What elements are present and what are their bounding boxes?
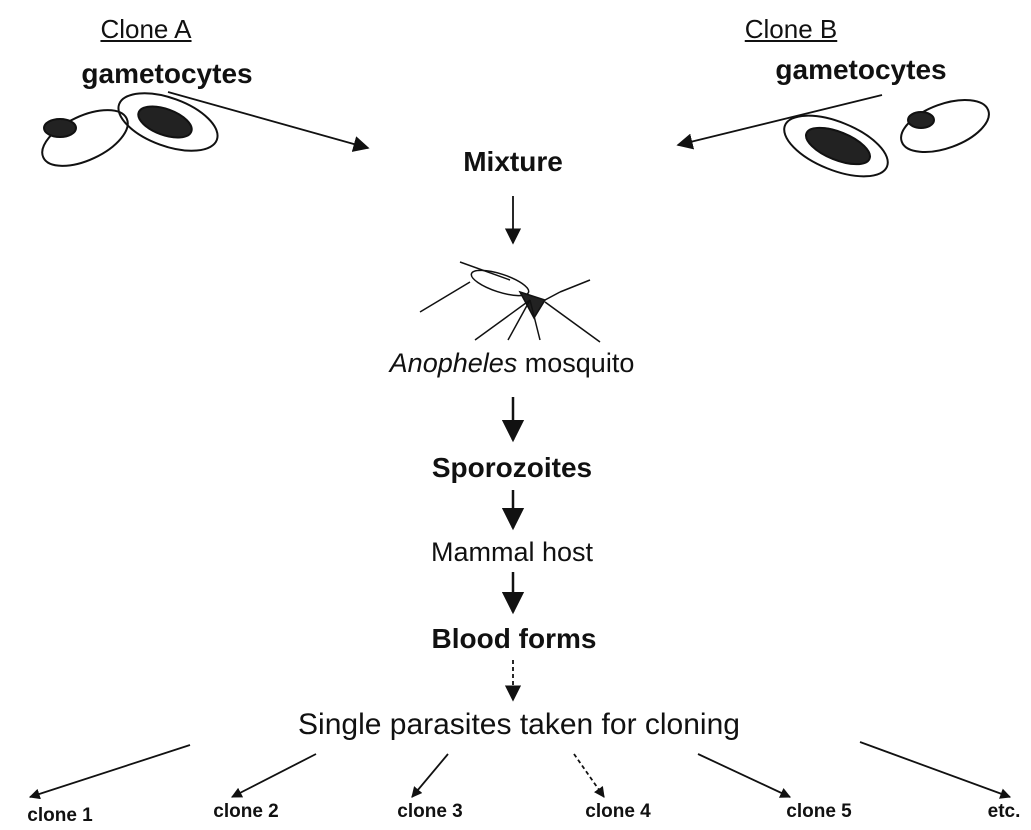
mosquito-label: Anopheles mosquito (390, 348, 635, 379)
arrow-to-clone-4 (574, 754, 604, 797)
mosquito-icon (420, 262, 600, 342)
clone-a-title: Clone A (100, 14, 191, 45)
arrow-to-clone-3 (412, 754, 448, 797)
arrow-to-clone-1 (30, 745, 190, 797)
flow-arrows (30, 92, 1010, 797)
sporozoites-label: Sporozoites (432, 452, 592, 484)
clone-b-title: Clone B (745, 14, 838, 45)
clone-a-gametocytes-label: gametocytes (81, 58, 252, 90)
clone-b-gametocytes-icon (776, 90, 996, 189)
clone-3-label: clone 3 (397, 801, 462, 823)
etc-label: etc. (988, 801, 1021, 823)
arrow-to-etc (860, 742, 1010, 797)
mammal-host-label: Mammal host (431, 537, 593, 568)
arrow-to-clone-2 (232, 754, 316, 797)
clone-2-label: clone 2 (213, 801, 278, 823)
mixture-label: Mixture (463, 146, 563, 178)
single-parasites-label: Single parasites taken for cloning (298, 708, 740, 742)
clone-b-gametocytes-label: gametocytes (775, 54, 946, 86)
clone-1-label: clone 1 (27, 805, 92, 827)
arrow-to-clone-5 (698, 754, 790, 797)
clone-a-gametocytes-icon (34, 82, 225, 178)
mosquito-rest: mosquito (517, 348, 634, 378)
arrow-clone-a-to-mixture (168, 92, 368, 148)
clone-5-label: clone 5 (786, 801, 851, 823)
clone-4-label: clone 4 (585, 801, 650, 823)
blood-forms-label: Blood forms (432, 623, 597, 655)
mosquito-genus: Anopheles (390, 348, 518, 378)
